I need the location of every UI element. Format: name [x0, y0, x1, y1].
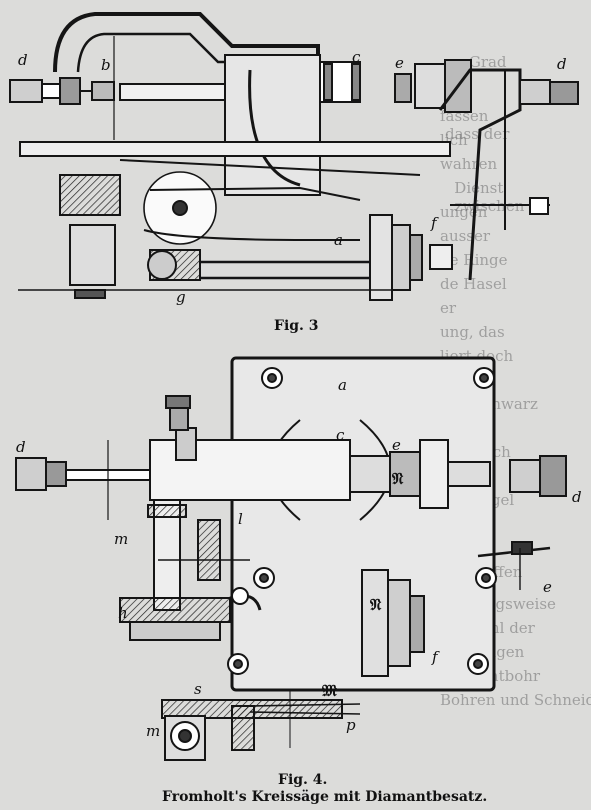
bleed-line: de Hasel	[440, 275, 507, 293]
bleed-line: Dienst	[440, 179, 504, 197]
label-fraktur-r-upper: 𝔑	[392, 469, 404, 488]
label-c: c	[336, 426, 345, 444]
bleed-line: Bohren und Schneiden	[440, 691, 591, 709]
bleed-line: Grad	[445, 53, 507, 71]
label-d: d	[18, 51, 28, 69]
label-fraktur-m: 𝔐	[322, 681, 338, 700]
bleed-line: ausser	[440, 227, 491, 245]
label-fraktur-r-lower: 𝔑	[370, 595, 382, 614]
label-c: c	[352, 48, 361, 66]
label-f: f	[430, 214, 439, 232]
label-d: d	[16, 438, 26, 456]
label-h: h	[118, 604, 128, 622]
label-e-lower: e	[543, 578, 552, 596]
label-a: a	[338, 376, 347, 394]
label-d-right: d	[557, 55, 567, 73]
label-s: s	[194, 680, 202, 698]
label-f: f	[431, 648, 440, 666]
bleed-line: dass der	[445, 125, 510, 143]
label-m: m	[114, 530, 128, 548]
label-p: p	[346, 716, 356, 734]
figure-4-drawing	[15, 356, 567, 761]
figure-3-caption: Fig. 3	[274, 318, 319, 334]
figure-4-caption: Fig. 4.	[278, 772, 328, 788]
figure-3-drawing	[9, 12, 579, 301]
label-e: e	[395, 54, 404, 72]
label-m-lower: m	[146, 722, 160, 740]
bleed-line: wahren	[440, 155, 498, 173]
figure-title: Fromholt's Kreissäge mit Diamantbesatz.	[162, 789, 488, 805]
label-g: g	[176, 288, 186, 306]
label-l: l	[238, 510, 243, 528]
bleed-line: er	[440, 299, 457, 317]
label-d-right: d	[572, 488, 582, 506]
label-a: a	[334, 231, 343, 249]
label-e: e	[392, 436, 401, 454]
figure-4-labels: a c e 𝔑 d d l m h 𝔑 e f s 𝔐 m p	[16, 376, 582, 740]
figure-3-labels: d b c e d a f g	[18, 48, 567, 306]
label-b: b	[101, 56, 111, 74]
bleed-line: ung, das	[440, 323, 505, 341]
